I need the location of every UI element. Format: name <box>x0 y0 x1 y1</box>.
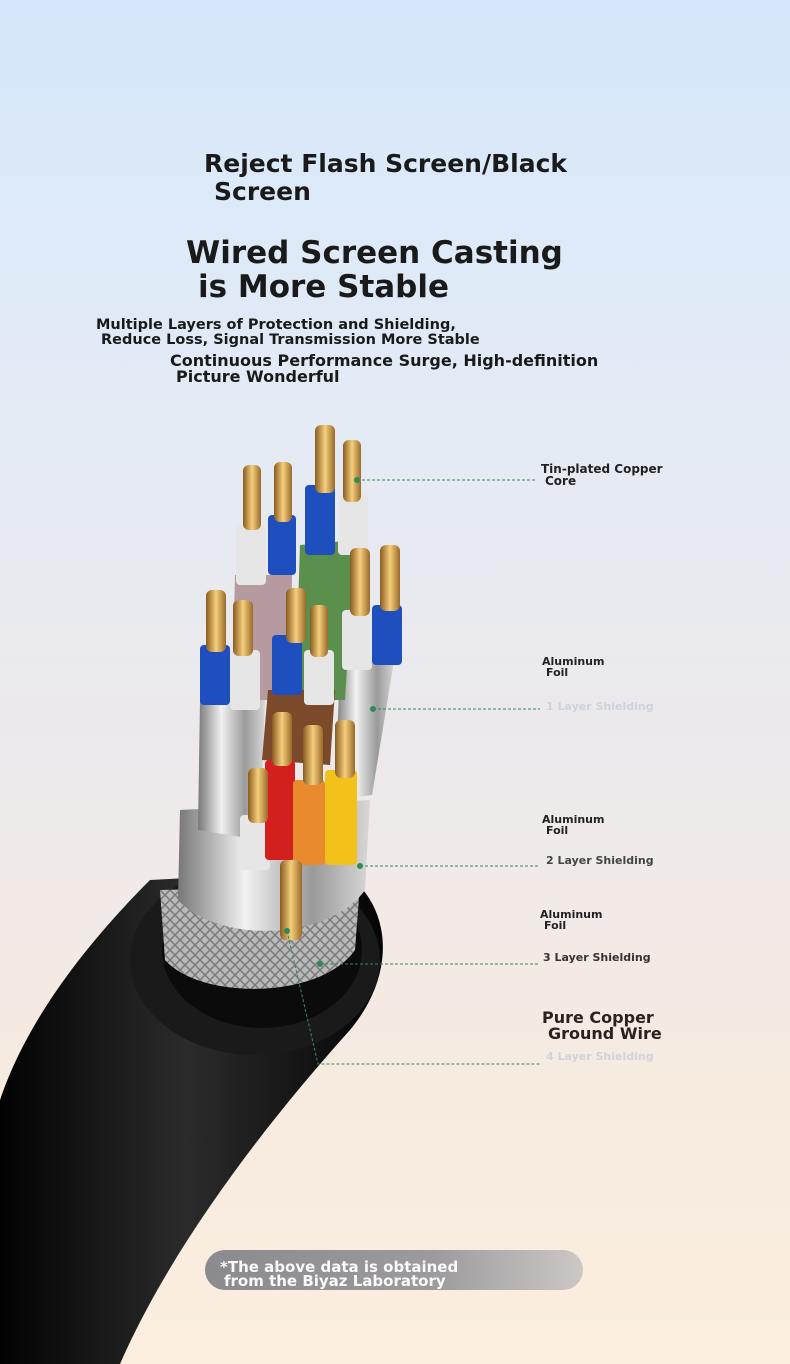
leader-dots <box>284 477 376 967</box>
label-tin-plated-copper-core: Tin-plated Copper Core <box>541 463 663 487</box>
footer-note-line2: from the Biyaz Laboratory <box>224 1272 446 1291</box>
label-pure-copper-ground-wire: Pure Copper Ground Wire <box>542 1010 662 1042</box>
label-4-layer-shielding-faint: 4 Layer Shielding <box>546 1050 654 1063</box>
label-foil3-line2: Foil <box>544 919 567 932</box>
footer-note-line1: *The above data is obtained <box>220 1258 459 1276</box>
headline-large-line1: Wired Screen Casting <box>186 235 563 271</box>
leader-lines <box>286 479 540 1065</box>
label-ground-line2: Ground Wire <box>548 1024 662 1043</box>
label-aluminum-foil-1: Aluminum Foil <box>542 656 604 678</box>
label-aluminum-foil-3: Aluminum Foil <box>540 909 602 931</box>
headline-large-line2: is More Stable <box>198 269 450 306</box>
subtext-shielding-line1: Multiple Layers of Protection and Shield… <box>96 317 456 333</box>
label-1-layer-shielding-faint: 1 Layer Shielding <box>546 700 654 713</box>
label-foil1-line1: Aluminum <box>542 655 605 668</box>
label-foil1-line2: Foil <box>546 666 569 679</box>
wire-bundle <box>200 485 402 870</box>
label-ground-line1: Pure Copper <box>542 1008 654 1027</box>
headline-small-line1: Reject Flash Screen/Black <box>204 149 568 178</box>
headline-small-line2: Screen <box>214 176 311 206</box>
label-foil2-line1: Aluminum <box>542 813 605 826</box>
subtext-performance: Continuous Performance Surge, High-defin… <box>170 353 630 385</box>
label-foil2-line2: Foil <box>546 824 569 837</box>
headline-large: Wired Screen Casting is More Stable <box>186 236 606 304</box>
headline-small: Reject Flash Screen/Black Screen <box>204 150 594 205</box>
copper-strands <box>206 425 400 940</box>
footer-note-pill <box>205 1250 583 1290</box>
label-core-line1: Tin-plated Copper <box>541 462 663 476</box>
subtext-performance-line2: Picture Wonderful <box>176 367 340 386</box>
subtext-shielding: Multiple Layers of Protection and Shield… <box>96 317 656 349</box>
label-foil3-line1: Aluminum <box>540 908 603 921</box>
footer-note: *The above data is obtained from the Biy… <box>220 1260 458 1289</box>
label-core-line2: Core <box>545 474 577 488</box>
label-aluminum-foil-2: Aluminum Foil <box>542 814 604 836</box>
subtext-shielding-line2: Reduce Loss, Signal Transmission More St… <box>101 332 480 349</box>
label-2-layer-shielding: 2 Layer Shielding <box>546 854 654 867</box>
subtext-performance-line1: Continuous Performance Surge, High-defin… <box>170 351 599 370</box>
label-3-layer-shielding: 3 Layer Shielding <box>543 951 651 964</box>
